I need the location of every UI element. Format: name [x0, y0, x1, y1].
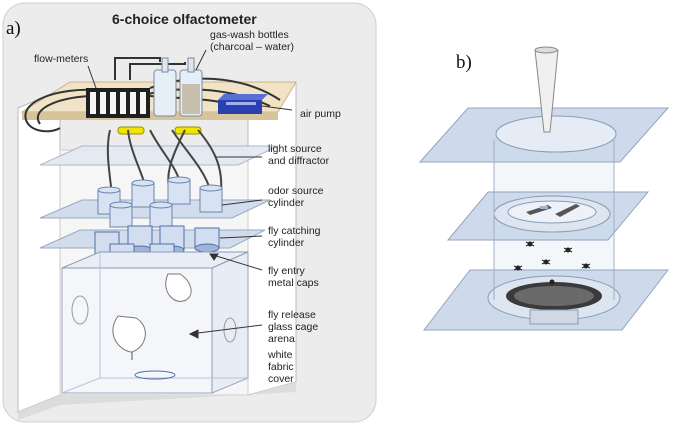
panel-a-title: 6-choice olfactometer — [112, 11, 257, 27]
label-flow-meters: flow-meters — [34, 53, 88, 65]
label-fly-entry-2: metal caps — [268, 277, 319, 289]
panel-a-label: a) — [6, 18, 21, 39]
gas-wash-bottles — [153, 57, 203, 117]
label-fly-catching-1: fly catching — [268, 225, 321, 237]
label-fly-release-3: arena — [268, 333, 295, 345]
label-fly-entry-1: fly entry — [268, 265, 306, 277]
label-white-fabric-2: fabric — [268, 361, 294, 373]
light-sources — [117, 126, 202, 135]
label-fly-release-2: glass cage — [268, 321, 318, 333]
flies — [513, 241, 591, 285]
flow-meters — [86, 88, 150, 118]
panel-b-diagram — [418, 46, 670, 331]
label-light-source-1: light source — [268, 143, 322, 155]
label-air-pump: air pump — [300, 108, 341, 120]
top-ring — [495, 115, 617, 153]
panel-b-label: b) — [456, 52, 472, 73]
label-odor-source-2: cylinder — [268, 197, 305, 209]
label-gas-wash-1: gas-wash bottles — [210, 29, 289, 41]
label-gas-wash-2: (charcoal – water) — [210, 41, 294, 53]
label-fly-catching-2: cylinder — [268, 237, 305, 249]
label-fly-release-1: fly release — [268, 309, 316, 321]
leader-lines — [87, 49, 293, 339]
light-diffractor-plate — [39, 145, 279, 166]
label-light-source-2: and diffractor — [268, 155, 330, 167]
glass-cage-arena — [61, 251, 249, 394]
air-pump — [218, 94, 268, 114]
label-odor-source-1: odor source — [268, 185, 324, 197]
odor-source-cylinders — [97, 176, 223, 228]
label-white-fabric-3: cover — [268, 373, 294, 385]
label-white-fabric-1: white — [267, 349, 293, 361]
